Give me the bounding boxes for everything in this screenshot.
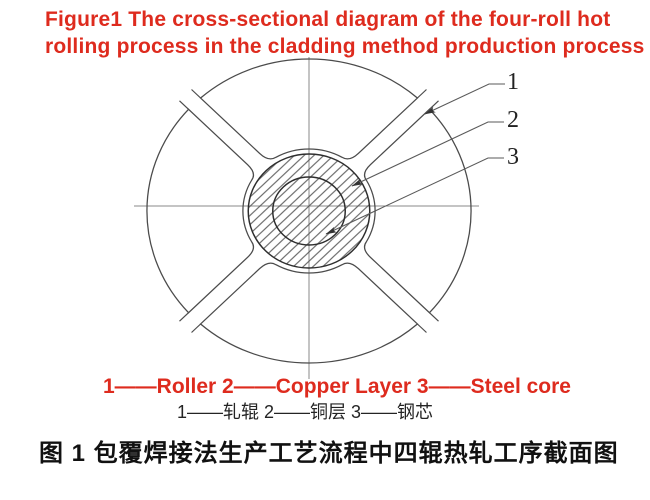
leader-lines [325,83,505,235]
roller-left [146,108,255,314]
leader-line-2 [351,121,504,187]
steel-core-circle [272,176,346,246]
leader-line-3 [325,157,504,235]
copper-layer-ring [247,153,371,269]
roller-assembly [146,58,472,364]
part-label-2: 2 [507,107,519,133]
figure-title-line2: rolling process in the cladding method p… [45,35,645,58]
leader-line-1 [424,83,505,115]
part-label-1: 1 [507,69,519,95]
roller-bottom [199,262,419,364]
figure-title: Figure1 The cross-sectional diagram of t… [45,6,645,60]
figure-caption: 图 1 包覆焊接法生产工艺流程中四辊热轧工序截面图 [39,440,619,467]
channel-line-overshoots [179,89,439,333]
roller-top [199,58,419,160]
part-label-3: 3 [507,144,519,170]
roller-right [363,108,472,314]
figure-title-line1: Figure1 The cross-sectional diagram of t… [45,8,611,31]
legend-chinese: 1——轧辊 2——铜层 3——钢芯 [177,402,434,422]
legend-english: 1——Roller 2——Copper Layer 3——Steel core [103,375,571,398]
